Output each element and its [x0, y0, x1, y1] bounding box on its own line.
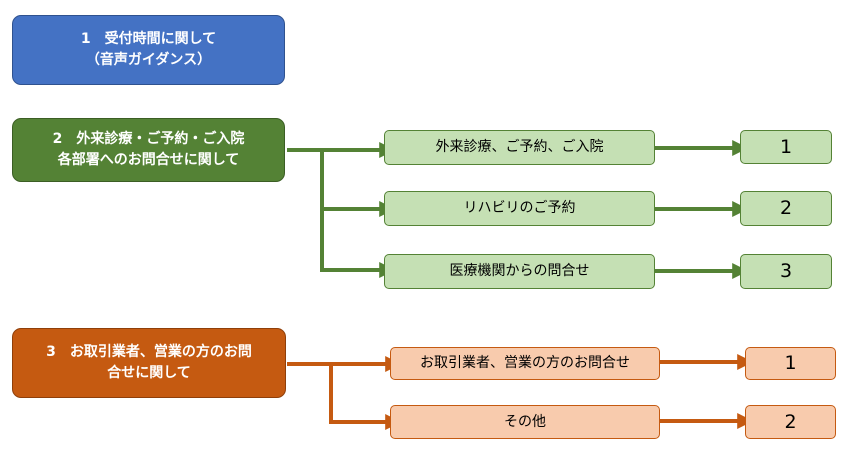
option-3-1-number-box: 1 — [745, 347, 836, 380]
option-3-1-number: 1 — [784, 352, 797, 375]
option-2-2-box: リハビリのご予約 — [384, 191, 655, 226]
connector-green-trunk — [287, 148, 324, 270]
menu-item-2-label: 2 外来診療・ご予約・ご入院 各部署へのお問合せに関して — [52, 131, 245, 168]
option-3-1-box: お取引業者、営業の方のお問合せ — [390, 347, 660, 380]
option-3-2-box: その他 — [390, 405, 660, 439]
option-2-2-label: リハビリのご予約 — [463, 200, 576, 216]
option-3-1-label: お取引業者、営業の方のお問合せ — [420, 355, 630, 371]
option-2-1-number: 1 — [779, 135, 793, 158]
option-2-1-number-box: 1 — [740, 130, 832, 164]
option-2-2-number-box: 2 — [740, 191, 832, 226]
option-3-2-number: 2 — [784, 410, 797, 433]
menu-item-1-box: 1 受付時間に関して （音声ガイダンス） — [12, 15, 285, 85]
connector-orange-trunk — [287, 362, 333, 422]
option-3-2-number-box: 2 — [745, 405, 836, 439]
option-2-3-number-box: 3 — [740, 254, 832, 289]
option-2-3-number: 3 — [779, 260, 793, 283]
menu-item-1-label: 1 受付時間に関して （音声ガイダンス） — [80, 31, 217, 68]
menu-item-3-label: 3 お取引業者、営業の方のお問 合せに関して — [46, 344, 252, 381]
option-2-3-box: 医療機関からの問合せ — [384, 254, 655, 289]
menu-item-3-box: 3 お取引業者、営業の方のお問 合せに関して — [12, 328, 286, 398]
option-2-1-box: 外来診療、ご予約、ご入院 — [384, 130, 655, 165]
option-2-1-label: 外来診療、ご予約、ご入院 — [435, 139, 604, 155]
option-3-2-label: その他 — [504, 413, 546, 430]
option-2-3-label: 医療機関からの問合せ — [449, 263, 590, 279]
option-2-2-number: 2 — [779, 197, 793, 220]
menu-item-2-box: 2 外来診療・ご予約・ご入院 各部署へのお問合せに関して — [12, 118, 285, 182]
